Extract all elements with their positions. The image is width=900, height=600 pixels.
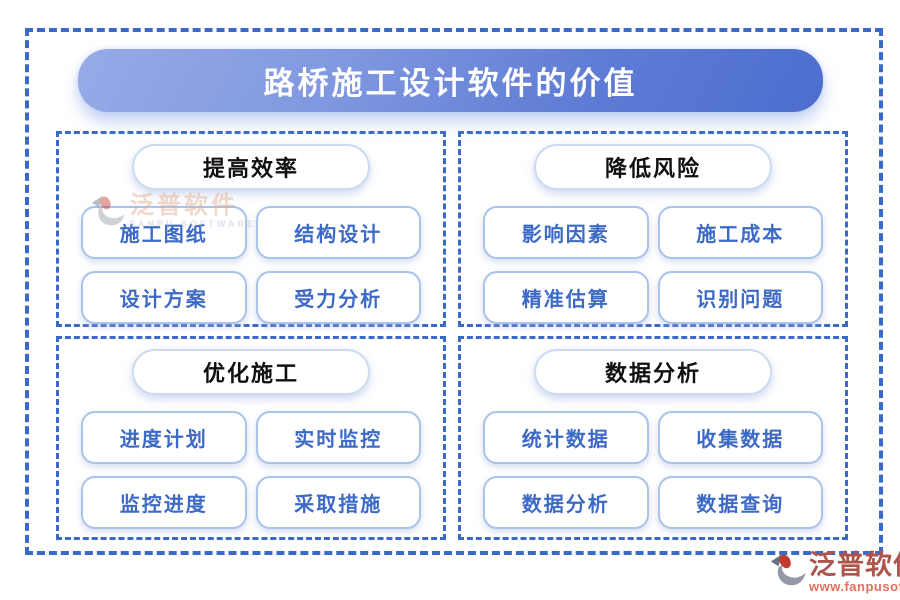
item-button[interactable]: 识别问题 xyxy=(657,271,823,324)
panel-button-grid: 施工图纸 结构设计 设计方案 受力分析 xyxy=(59,206,443,324)
item-button[interactable]: 精准估算 xyxy=(483,271,649,324)
panel-header-pill: 优化施工 xyxy=(132,349,370,395)
item-button[interactable]: 实时监控 xyxy=(255,411,421,464)
item-button[interactable]: 收集数据 xyxy=(657,411,823,464)
footer-brand-text: 泛普软件 www.fanpusoft.com xyxy=(809,551,900,594)
item-button[interactable]: 受力分析 xyxy=(255,271,421,324)
footer-brand-name: 泛普软件 xyxy=(809,550,900,580)
panel-header-pill: 降低风险 xyxy=(534,144,772,190)
panel-button-grid: 统计数据 收集数据 数据分析 数据查询 xyxy=(461,411,845,529)
panel-optimize-construction: 优化施工 进度计划 实时监控 监控进度 采取措施 xyxy=(56,336,446,540)
panel-button-grid: 影响因素 施工成本 精准估算 识别问题 xyxy=(461,206,845,324)
footer-brand-url: www.fanpusoft.com xyxy=(809,579,900,594)
page-title: 路桥施工设计软件的价值 xyxy=(263,66,638,101)
item-button[interactable]: 施工成本 xyxy=(657,206,823,259)
footer-brand-logo: 泛普软件 www.fanpusoft.com xyxy=(769,551,900,594)
panel-data-analysis: 数据分析 统计数据 收集数据 数据分析 数据查询 xyxy=(458,336,848,540)
panel-reduce-risk: 降低风险 影响因素 施工成本 精准估算 识别问题 xyxy=(458,131,848,327)
item-button[interactable]: 监控进度 xyxy=(81,476,247,529)
fanpu-logo-icon xyxy=(770,552,806,586)
item-button[interactable]: 施工图纸 xyxy=(81,206,247,259)
panel-button-grid: 进度计划 实时监控 监控进度 采取措施 xyxy=(59,411,443,529)
panel-header-pill: 提高效率 xyxy=(132,144,370,190)
panel-header-label: 数据分析 xyxy=(604,361,701,386)
item-button[interactable]: 数据分析 xyxy=(483,476,649,529)
panel-header-pill: 数据分析 xyxy=(534,349,772,395)
item-button[interactable]: 数据查询 xyxy=(657,476,823,529)
title-banner: 路桥施工设计软件的价值 xyxy=(78,49,823,112)
item-button[interactable]: 统计数据 xyxy=(483,411,649,464)
item-button[interactable]: 影响因素 xyxy=(483,206,649,259)
panel-header-label: 优化施工 xyxy=(202,361,299,386)
item-button[interactable]: 采取措施 xyxy=(255,476,421,529)
panel-improve-efficiency: 提高效率 施工图纸 结构设计 设计方案 受力分析 xyxy=(56,131,446,327)
item-button[interactable]: 结构设计 xyxy=(255,206,421,259)
panel-header-label: 提高效率 xyxy=(202,156,299,181)
item-button[interactable]: 进度计划 xyxy=(81,411,247,464)
outer-dashed-frame xyxy=(25,28,883,555)
item-button[interactable]: 设计方案 xyxy=(81,271,247,324)
panel-header-label: 降低风险 xyxy=(604,156,701,181)
